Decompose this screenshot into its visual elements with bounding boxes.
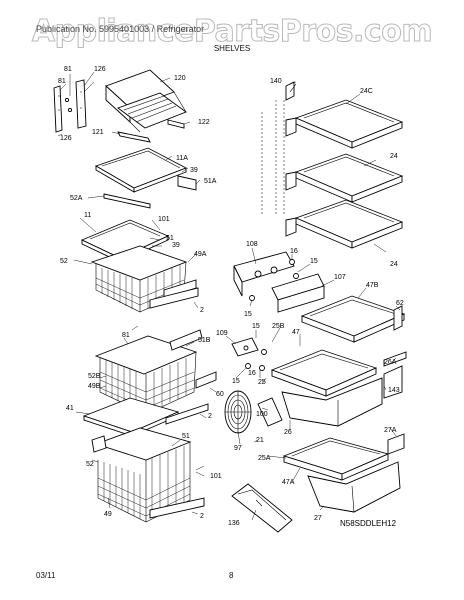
label-51A: 51A	[204, 178, 217, 185]
label-81: 81	[122, 332, 130, 339]
label-51B: 51B	[198, 337, 211, 344]
label-107: 107	[334, 274, 346, 281]
part-121	[117, 131, 151, 143]
label-25B: 25B	[272, 323, 285, 330]
crisper-drawer-26	[281, 365, 403, 427]
label-47B: 47B	[366, 282, 379, 289]
label-11: 11	[84, 212, 91, 219]
label-15: 15	[232, 378, 240, 385]
control-109	[231, 337, 267, 371]
label-39: 39	[172, 242, 180, 249]
publication-header: Publication No. 5995401003 / Refrigerato…	[36, 24, 205, 34]
label-143: 143	[388, 387, 400, 394]
rail-2-bottom	[149, 497, 205, 519]
deflector-136	[231, 483, 293, 533]
control-housing-108	[233, 251, 295, 297]
label-100: 100	[256, 411, 268, 418]
label-97: 97	[234, 445, 242, 452]
wire-basket-49A	[90, 245, 197, 313]
label-47A: 47A	[282, 479, 295, 486]
rail-2-middle	[165, 403, 209, 425]
shelf-24C	[285, 99, 404, 149]
shelf-ladder-140	[261, 81, 297, 214]
shelf-24-middle	[285, 153, 404, 203]
label-25: 25	[258, 379, 266, 386]
crisper-cover-47A	[282, 437, 390, 481]
label-21: 21	[256, 437, 264, 444]
label-52A: 52A	[70, 195, 83, 202]
label-52: 52	[86, 461, 94, 468]
label-26: 26	[284, 429, 292, 436]
leader-lines	[57, 71, 401, 521]
shelf-120	[105, 69, 187, 133]
label-15: 15	[252, 323, 260, 330]
bracket-60	[195, 371, 217, 389]
label-62: 62	[396, 300, 404, 307]
rail-2-top	[149, 287, 199, 309]
label-120: 120	[174, 75, 186, 82]
section-title: SHELVES	[213, 44, 251, 53]
label-26A: 26A	[384, 359, 397, 366]
label-81: 81	[64, 66, 72, 73]
label-2: 2	[208, 413, 212, 420]
label-11A: 11A	[176, 155, 188, 162]
label-101: 101	[210, 473, 222, 480]
fan-grille-97	[224, 390, 252, 434]
wire-basket-49	[91, 427, 192, 523]
shelf-24-lower	[285, 199, 404, 249]
glass-shelf-11A	[95, 147, 197, 209]
crisper-drawer-27	[307, 433, 405, 513]
label-81: 81	[58, 78, 66, 85]
label-121: 121	[92, 129, 104, 136]
shelf-brackets	[53, 79, 87, 133]
label-15: 15	[244, 311, 252, 318]
label-126: 126	[60, 135, 72, 142]
label-16: 16	[248, 370, 256, 377]
footer-date: 03/11	[36, 571, 56, 580]
watermark: AppliancePartsPros.com	[31, 14, 433, 50]
label-25A: 25A	[258, 455, 271, 462]
tray-100	[257, 397, 283, 427]
label-51: 51	[166, 235, 174, 242]
label-101: 101	[158, 216, 170, 223]
crisper-cover-47	[270, 349, 378, 397]
label-140: 140	[270, 78, 282, 85]
label-52: 52	[60, 258, 68, 265]
label-2: 2	[200, 513, 204, 520]
part-122	[167, 119, 185, 129]
label-27: 27	[314, 515, 322, 522]
label-52B: 52B	[88, 373, 101, 380]
glass-cover-41	[82, 397, 180, 437]
cover-107	[271, 273, 325, 313]
label-27A: 27A	[384, 427, 397, 434]
label-108: 108	[246, 241, 258, 248]
label-16: 16	[290, 248, 298, 255]
label-136: 136	[228, 520, 240, 527]
label-15: 15	[310, 258, 318, 265]
diagram-code: N58SDDLEH12	[340, 519, 397, 528]
wire-basket-49B	[94, 329, 203, 415]
label-41: 41	[66, 405, 74, 412]
label-24: 24	[390, 153, 398, 160]
label-49A: 49A	[194, 251, 207, 258]
label-109: 109	[216, 330, 228, 337]
crisper-cover-47B	[300, 295, 406, 343]
label-49B: 49B	[88, 383, 101, 390]
footer-page-number: 8	[229, 571, 234, 580]
label-24C: 24C	[360, 88, 373, 95]
label-2: 2	[200, 307, 204, 314]
label-126: 126	[94, 66, 106, 73]
label-60: 60	[216, 391, 224, 398]
label-24: 24	[390, 261, 398, 268]
label-122: 122	[198, 119, 210, 126]
part-labels: 81 126 81 126 120 121 122 11A 39 51A 52A…	[58, 66, 404, 528]
label-51: 51	[182, 433, 190, 440]
label-47: 47	[292, 329, 300, 336]
label-39: 39	[190, 167, 198, 174]
label-49: 49	[104, 511, 112, 518]
